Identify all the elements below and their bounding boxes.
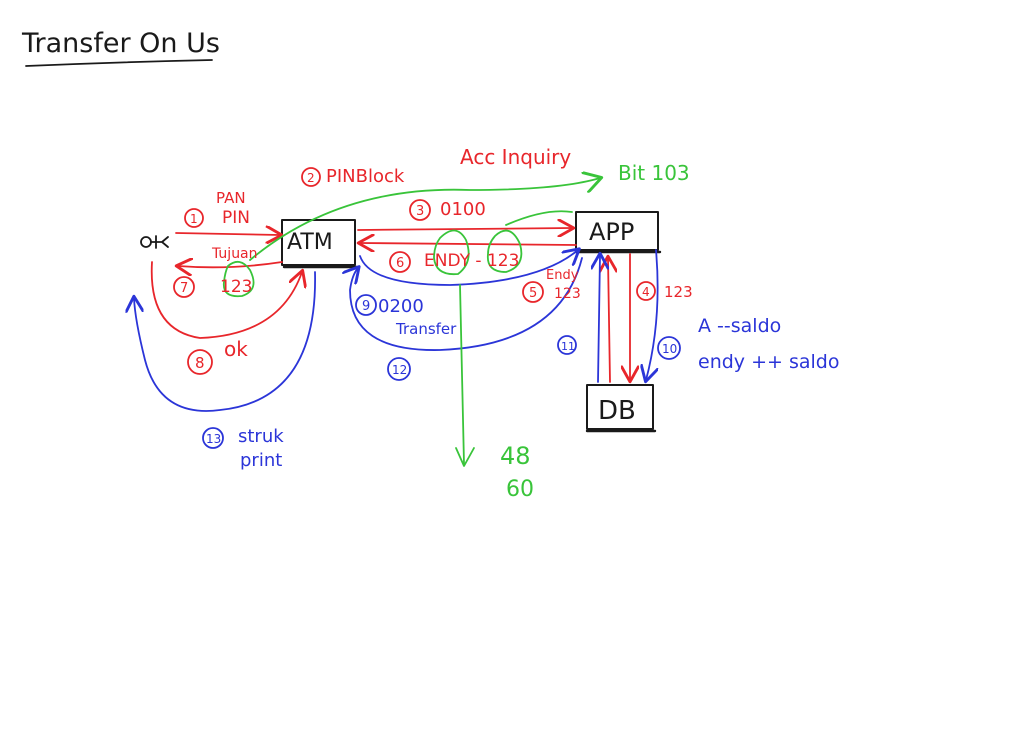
arrow-step-9 [359, 250, 578, 286]
step-13-number: 13 [206, 432, 221, 446]
step-3-label: 0100 [440, 199, 486, 220]
step-7-marker [173, 276, 195, 298]
app-label: APP [589, 218, 634, 246]
link-endy-app [505, 210, 573, 226]
atm-label: ATM [287, 230, 333, 255]
arrowhead-bit-48-60 [455, 447, 475, 467]
step-10-label: A --saldo [698, 315, 781, 337]
arrow-bit-103 [249, 178, 600, 261]
arrow-step-8 [150, 261, 302, 339]
app-node: APP [574, 211, 662, 254]
step-6-label: ENDY - 123 [424, 251, 519, 271]
step-8-number: 8 [195, 354, 205, 372]
step-13-label: struk [238, 426, 284, 447]
arrow-bit-48-60 [459, 284, 465, 465]
arrow-step-7 [178, 262, 283, 267]
step-2-number: 2 [307, 171, 315, 185]
step-8-label: ok [224, 337, 248, 361]
acc-inquiry-label: Acc Inquiry [460, 145, 571, 169]
step-6-number: 6 [396, 256, 404, 271]
step-1-label: PAN [216, 189, 246, 207]
step-9-label2: Transfer [395, 320, 457, 338]
arrow-step-3 [357, 228, 572, 230]
title-underline [25, 59, 213, 67]
bit-103-label: Bit 103 [618, 161, 690, 185]
step-2-marker [301, 167, 321, 187]
step-10-number: 10 [662, 342, 677, 356]
highlight-endy [433, 229, 470, 276]
step-5-label2: 123 [554, 286, 581, 302]
step-12-number: 12 [392, 363, 407, 377]
arrow-step-5 [608, 258, 610, 383]
tujuan-label: Tujuan [211, 246, 258, 262]
user-figure [140, 235, 169, 249]
step-11-marker [557, 335, 577, 355]
bit-48-label: 48 [500, 442, 531, 470]
page-title: Transfer On Us [21, 28, 220, 59]
atm-node: ATM [281, 219, 359, 269]
db-label: DB [598, 396, 636, 426]
step-9-number: 9 [362, 299, 370, 314]
step-2-label: PINBlock [326, 166, 405, 187]
step-5-marker [522, 281, 544, 303]
arrow-step-11 [598, 255, 600, 383]
step-10-marker [657, 336, 681, 360]
db-node: DB [585, 384, 657, 433]
step-1-marker [184, 208, 204, 228]
step-3-marker [409, 199, 431, 221]
arrow-step-10 [646, 249, 659, 380]
step-13-label2: print [240, 450, 282, 471]
step-1-number: 1 [190, 212, 198, 226]
step-6-marker [389, 251, 411, 273]
arrow-step-13 [134, 271, 316, 412]
highlight-123-step6 [486, 229, 523, 273]
step-12-marker [387, 357, 411, 381]
step-4-marker [636, 281, 656, 301]
step-4-label: 123 [664, 283, 693, 301]
highlight-123-step7 [222, 260, 255, 298]
arrow-step-1 [175, 233, 280, 235]
step-7-label: 123 [220, 277, 252, 297]
step-9-label: 0200 [378, 296, 424, 317]
step-8-marker [187, 349, 213, 375]
step-5-label: Endy [546, 268, 579, 283]
step-7-number: 7 [180, 281, 188, 296]
step-10-label2: endy ++ saldo [698, 351, 839, 373]
step-5-number: 5 [529, 286, 537, 301]
step-4-number: 4 [642, 285, 650, 299]
step-13-marker [202, 427, 224, 449]
step-9-marker [355, 294, 377, 316]
arrow-step-12 [350, 257, 583, 351]
step-3-number: 3 [416, 204, 424, 219]
step-11-number: 11 [561, 340, 575, 353]
step-1-label2: PIN [222, 208, 250, 228]
bit-60-label: 60 [506, 477, 534, 502]
